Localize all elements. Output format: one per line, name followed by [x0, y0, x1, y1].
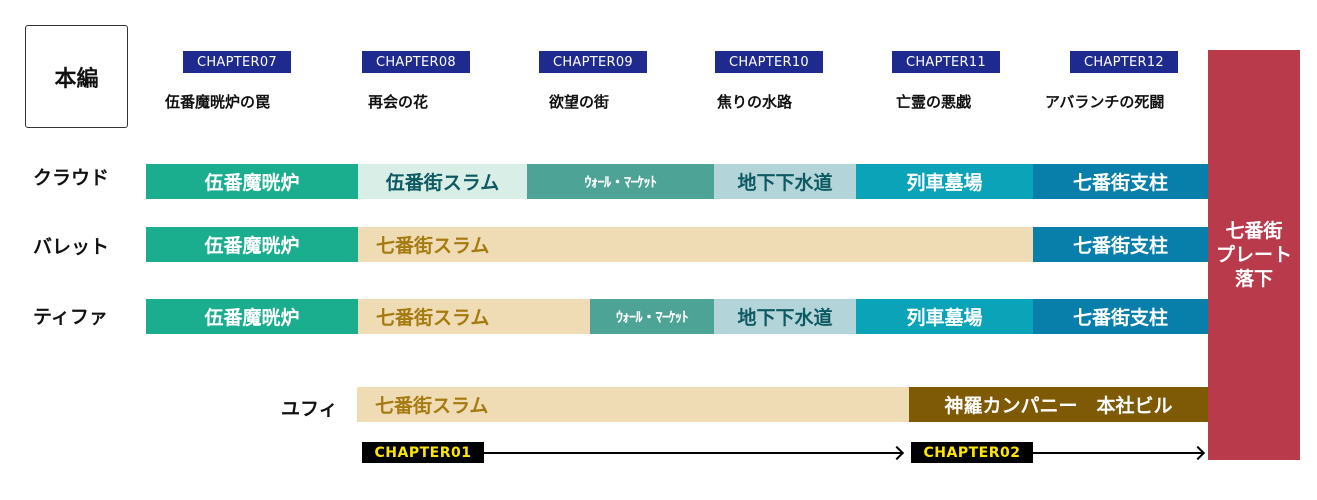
segment-cloud-1: 伍番魔晄炉	[146, 164, 358, 199]
bottom-chapter-02: CHAPTER02	[911, 442, 1033, 463]
segment-tifa-3: ｳｫｰﾙ・ﾏｰｹｯﾄ	[590, 299, 714, 334]
segment-yuffie-2: 神羅カンパニー 本社ビル	[909, 387, 1208, 422]
segment-barret-3: 七番街支柱	[1033, 227, 1208, 262]
chapter-title-10: 焦りの水路	[717, 93, 793, 111]
chapter-title-11: 亡霊の悪戯	[896, 93, 972, 111]
segment-tifa-4: 地下下水道	[714, 299, 856, 334]
arrowhead-2	[1190, 445, 1206, 461]
segment-cloud-4: 地下下水道	[714, 164, 856, 199]
row-label-cloud: クラウド	[33, 167, 110, 189]
final-event-plate-fall: 七番街 プレート 落下	[1208, 50, 1300, 460]
row-label-yuffie: ユフィ	[281, 398, 338, 420]
final-event-line1: 七番街	[1225, 219, 1283, 242]
chapter-badge-09: CHAPTER09	[539, 51, 647, 73]
segment-cloud-5: 列車墓場	[856, 164, 1033, 199]
segment-cloud-3: ｳｫｰﾙ・ﾏｰｹｯﾄ	[527, 164, 714, 199]
chapter-title-07: 伍番魔晄炉の罠	[165, 93, 271, 111]
bottom-chapter-01: CHAPTER01	[362, 442, 484, 463]
row-label-tifa: ティファ	[33, 306, 108, 328]
row-label-barret: バレット	[33, 236, 110, 258]
main-story-box: 本編	[25, 25, 128, 128]
chapter-title-12: アバランチの死闘	[1045, 93, 1165, 111]
chapter-badge-08: CHAPTER08	[362, 51, 470, 73]
main-story-label: 本編	[54, 66, 99, 92]
segment-tifa-1: 伍番魔晄炉	[146, 299, 358, 334]
chapter-title-09: 欲望の街	[549, 93, 610, 111]
arrow-line-2	[1033, 452, 1203, 454]
segment-tifa-2: 七番街スラム	[358, 299, 590, 334]
segment-tifa-5: 列車墓場	[856, 299, 1033, 334]
segment-yuffie-1: 七番街スラム	[357, 387, 909, 422]
final-event-line3: 落下	[1234, 268, 1273, 291]
segment-cloud-2: 伍番街スラム	[358, 164, 527, 199]
chapter-title-08: 再会の花	[368, 93, 429, 111]
arrow-line-1	[484, 452, 902, 454]
chapter-badge-11: CHAPTER11	[892, 51, 1000, 73]
arrowhead-1	[889, 445, 905, 461]
chapter-badge-10: CHAPTER10	[715, 51, 823, 73]
segment-barret-2: 七番街スラム	[358, 227, 1033, 262]
segment-cloud-6: 七番街支柱	[1033, 164, 1208, 199]
final-event-line2: プレート	[1215, 243, 1292, 266]
segment-barret-1: 伍番魔晄炉	[146, 227, 358, 262]
chapter-badge-12: CHAPTER12	[1070, 51, 1178, 73]
segment-tifa-6: 七番街支柱	[1033, 299, 1208, 334]
chapter-badge-07: CHAPTER07	[183, 51, 291, 73]
